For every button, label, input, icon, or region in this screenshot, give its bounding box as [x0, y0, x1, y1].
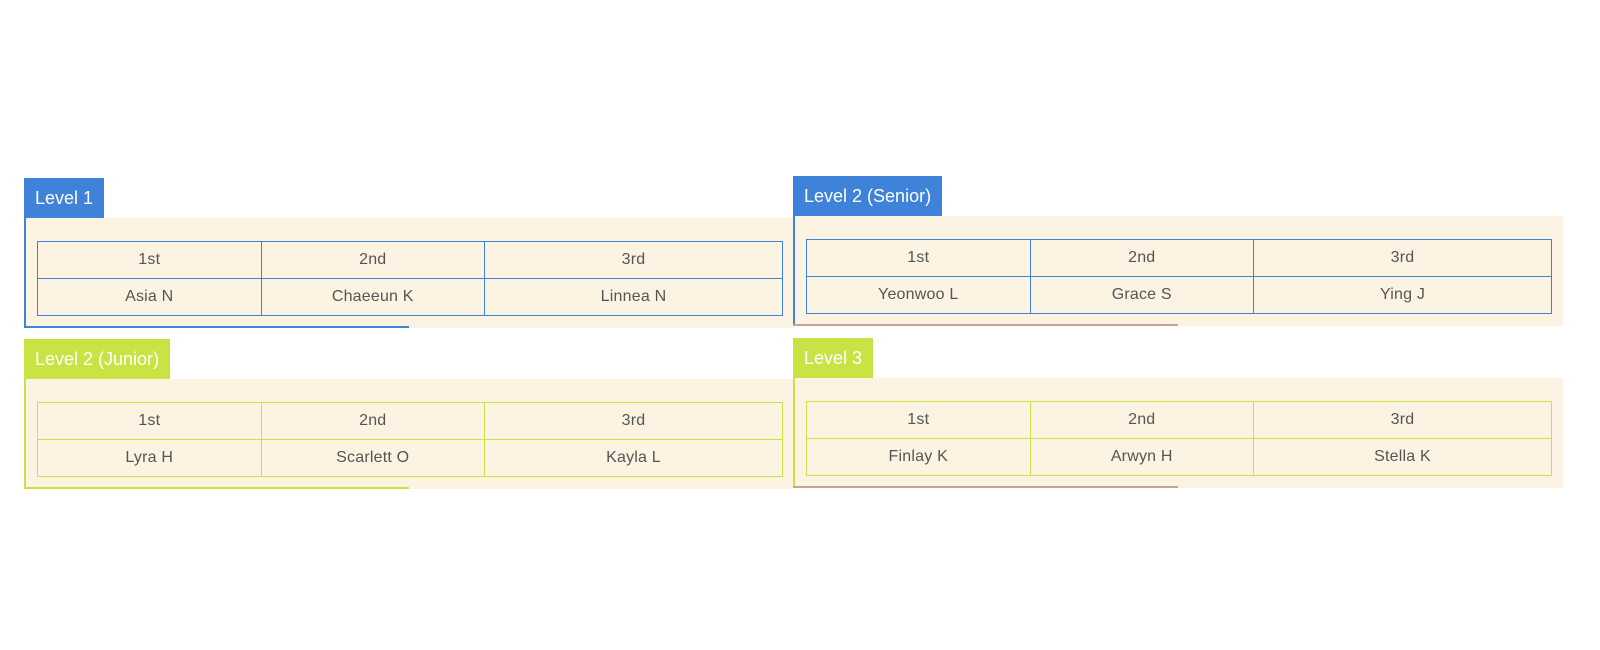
winner-3rd: Ying J — [1253, 276, 1552, 314]
place-header-3rd: 3rd — [484, 402, 783, 440]
place-header-3rd: 3rd — [1253, 401, 1552, 439]
results-table: 1st 2nd 3rd Yeonwoo L Grace S Ying J — [806, 239, 1552, 314]
winner-1st: Yeonwoo L — [806, 276, 1031, 314]
place-header-3rd: 3rd — [1253, 239, 1552, 277]
winner-3rd: Linnea N — [484, 278, 783, 316]
place-header-1st: 1st — [806, 401, 1031, 439]
placement-header-row: 1st 2nd 3rd — [37, 402, 783, 440]
winners-row: Finlay K Arwyn H Stella K — [806, 438, 1552, 476]
place-header-3rd: 3rd — [484, 241, 783, 279]
place-header-1st: 1st — [37, 241, 262, 279]
panel-bottom-edge — [24, 326, 409, 328]
winner-2nd: Grace S — [1029, 276, 1254, 314]
place-header-2nd: 2nd — [260, 241, 485, 279]
level-2-junior-panel: Level 2 (Junior) 1st 2nd 3rd Lyra H Scar… — [24, 339, 794, 489]
winner-2nd: Chaeeun K — [260, 278, 485, 316]
results-table: 1st 2nd 3rd Asia N Chaeeun K Linnea N — [37, 241, 783, 316]
results-table: 1st 2nd 3rd Finlay K Arwyn H Stella K — [806, 401, 1552, 476]
panel-title: Level 3 — [793, 338, 874, 378]
winner-1st: Finlay K — [806, 438, 1031, 476]
place-header-2nd: 2nd — [1029, 401, 1254, 439]
winners-row: Lyra H Scarlett O Kayla L — [37, 439, 783, 477]
winner-2nd: Scarlett O — [260, 439, 485, 477]
level-1-panel: Level 1 1st 2nd 3rd Asia N Chaeeun K Lin… — [24, 178, 794, 328]
place-header-1st: 1st — [37, 402, 262, 440]
level-3-panel: Level 3 1st 2nd 3rd Finlay K Arwyn H Ste… — [793, 338, 1563, 488]
winners-row: Asia N Chaeeun K Linnea N — [37, 278, 783, 316]
panel-bottom-edge — [793, 324, 1178, 326]
results-table: 1st 2nd 3rd Lyra H Scarlett O Kayla L — [37, 402, 783, 477]
panel-title: Level 1 — [24, 178, 105, 218]
panel-left-edge — [24, 178, 26, 328]
panel-left-edge — [793, 176, 795, 326]
panel-bottom-edge — [793, 486, 1178, 488]
panel-title: Level 2 (Senior) — [793, 176, 943, 216]
panel-title: Level 2 (Junior) — [24, 339, 171, 379]
winner-3rd: Stella K — [1253, 438, 1552, 476]
placement-header-row: 1st 2nd 3rd — [806, 239, 1552, 277]
placement-header-row: 1st 2nd 3rd — [37, 241, 783, 279]
panel-bottom-edge — [24, 487, 409, 489]
panel-left-edge — [793, 338, 795, 488]
winners-row: Yeonwoo L Grace S Ying J — [806, 276, 1552, 314]
place-header-1st: 1st — [806, 239, 1031, 277]
winner-1st: Asia N — [37, 278, 262, 316]
level-2-senior-panel: Level 2 (Senior) 1st 2nd 3rd Yeonwoo L G… — [793, 176, 1563, 326]
placement-header-row: 1st 2nd 3rd — [806, 401, 1552, 439]
winner-3rd: Kayla L — [484, 439, 783, 477]
winner-2nd: Arwyn H — [1029, 438, 1254, 476]
place-header-2nd: 2nd — [1029, 239, 1254, 277]
panel-left-edge — [24, 339, 26, 489]
place-header-2nd: 2nd — [260, 402, 485, 440]
winner-1st: Lyra H — [37, 439, 262, 477]
